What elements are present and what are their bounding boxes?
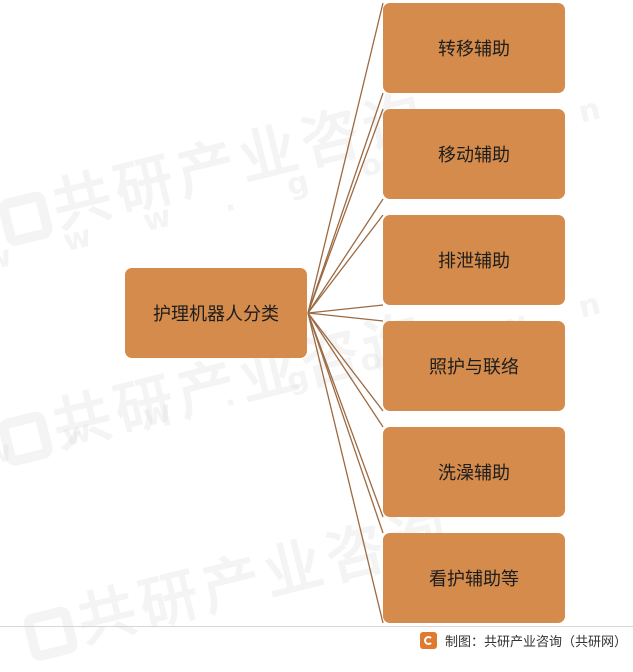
child-node-label: 看护辅助等: [429, 569, 519, 590]
child-node-label: 排泄辅助: [438, 251, 510, 272]
connector-line: [307, 214, 384, 314]
root-node: 护理机器人分类: [125, 268, 307, 358]
child-node: 看护辅助等: [383, 533, 565, 623]
brand-logo-icon: [419, 632, 437, 649]
source-note: 制图：共研产业咨询（共研网）: [419, 631, 627, 650]
child-node-label: 移动辅助: [438, 145, 510, 166]
child-node: 洗澡辅助: [383, 427, 565, 517]
connector-line: [307, 312, 384, 428]
child-node: 转移辅助: [383, 3, 565, 93]
connector-line: [307, 198, 384, 314]
connector-line: [307, 312, 384, 534]
child-node-label: 照护与联络: [429, 357, 519, 378]
connector-line: [307, 304, 384, 314]
root-node-label: 护理机器人分类: [153, 304, 279, 325]
connector-line: [307, 2, 384, 314]
connector-line: [307, 312, 384, 518]
connector-line: [307, 108, 384, 314]
connector-line: [307, 312, 384, 412]
source-text: 制图：共研产业咨询（共研网）: [444, 635, 627, 650]
child-node: 照护与联络: [383, 321, 565, 411]
footer-divider: [0, 626, 633, 627]
child-node-label: 转移辅助: [438, 39, 510, 60]
connector-line: [307, 92, 384, 314]
connector-line: [307, 312, 384, 624]
child-node: 排泄辅助: [383, 215, 565, 305]
child-node: 移动辅助: [383, 109, 565, 199]
child-node-label: 洗澡辅助: [438, 463, 510, 484]
connector-lines: [307, 2, 384, 624]
connector-line: [307, 312, 384, 322]
